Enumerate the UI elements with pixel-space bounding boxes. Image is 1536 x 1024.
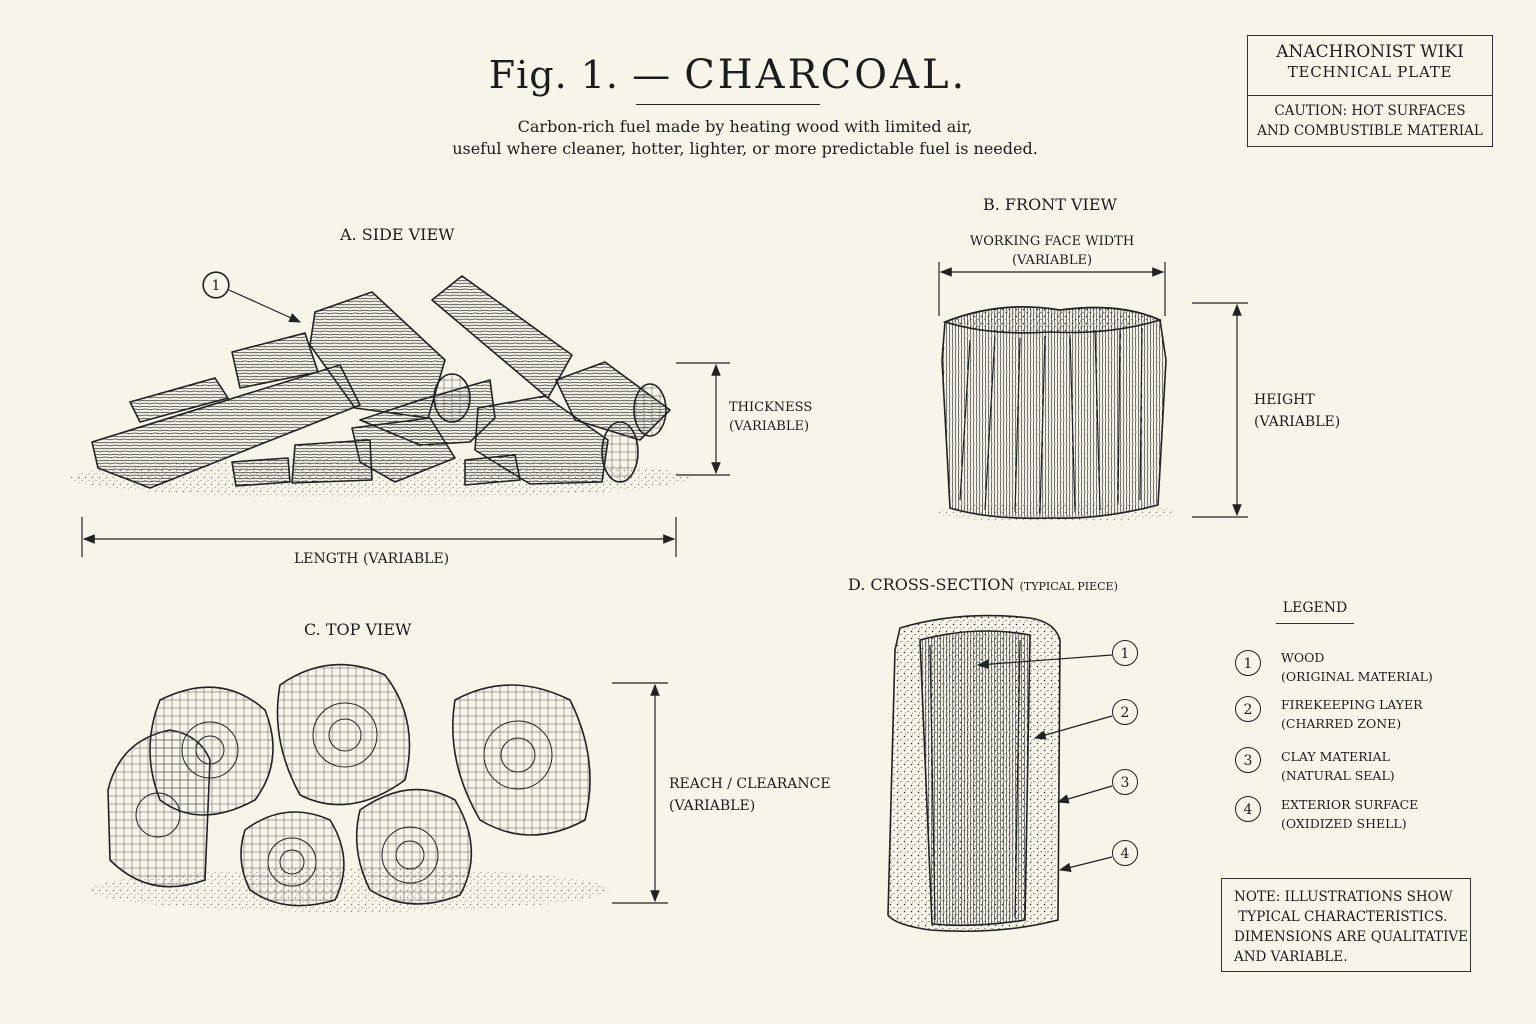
front-view-charcoal-block <box>935 306 1175 522</box>
top-view-label: C. TOP VIEW <box>304 620 412 639</box>
legend-title: LEGEND <box>1282 600 1348 616</box>
plate-type: TECHNICAL PLATE <box>1287 63 1453 81</box>
legend-item-exterior: EXTERIOR SURFACE (OXIDIZED SHELL) <box>1281 796 1418 833</box>
cross-section-label: D. CROSS-SECTION (TYPICAL PIECE) <box>848 575 1118 594</box>
thickness-label: THICKNESS (VARIABLE) <box>729 398 812 436</box>
legend-item-1-desc: (ORIGINAL MATERIAL) <box>1281 668 1433 684</box>
note-box: NOTE: ILLUSTRATIONS SHOW TYPICAL CHARACT… <box>1221 878 1471 972</box>
legend-num-3: 3 <box>1235 747 1261 773</box>
legend-num-1: 1 <box>1235 650 1261 676</box>
legend-item-3-label: CLAY MATERIAL <box>1281 749 1390 764</box>
section-callout-3: 3 <box>1112 769 1138 795</box>
thickness-line-1: THICKNESS <box>729 400 813 415</box>
section-callout-1: 1 <box>1112 640 1138 666</box>
note-line-3: DIMENSIONS ARE QUALITATIVE <box>1234 929 1469 945</box>
caution-line-1: CAUTION: HOT SURFACES <box>1274 103 1466 119</box>
cross-section-piece <box>887 614 1061 933</box>
caution-line-2: AND COMBUSTIBLE MATERIAL <box>1257 123 1483 139</box>
plate-caution: CAUTION: HOT SURFACES AND COMBUSTIBLE MA… <box>1248 101 1492 141</box>
reach-line-2: (VARIABLE) <box>669 798 756 814</box>
legend-item-wood: WOOD (ORIGINAL MATERIAL) <box>1281 649 1433 686</box>
face-width-label: WORKING FACE WIDTH (VARIABLE) <box>952 232 1152 270</box>
figure-title: Fig. 1. — CHARCOAL. <box>0 52 1456 98</box>
reach-label: REACH / CLEARANCE (VARIABLE) <box>669 773 831 817</box>
thickness-dimension <box>676 362 730 476</box>
legend-item-4-desc: (OXIDIZED SHELL) <box>1281 815 1407 831</box>
subtitle-line-2: useful where cleaner, hotter, lighter, o… <box>452 139 1038 158</box>
height-label: HEIGHT (VARIABLE) <box>1254 389 1340 433</box>
figure-number: Fig. 1. — <box>488 53 672 97</box>
front-view-label: B. FRONT VIEW <box>983 195 1117 214</box>
title-underline <box>636 104 820 105</box>
cross-section-title: D. CROSS-SECTION <box>848 575 1015 594</box>
legend-num-2: 2 <box>1235 696 1261 722</box>
legend-num-4: 4 <box>1235 796 1261 822</box>
reach-line-1: REACH / CLEARANCE <box>669 776 831 792</box>
plate-divider <box>1248 95 1492 96</box>
legend-item-2-label: FIREKEEPING LAYER <box>1281 697 1423 712</box>
cross-section-leaders <box>976 654 1113 873</box>
legend-underline <box>1276 623 1354 624</box>
legend-item-clay: CLAY MATERIAL (NATURAL SEAL) <box>1281 748 1395 785</box>
side-callout-number: 1 <box>203 272 229 298</box>
cross-section-qualifier: (TYPICAL PIECE) <box>1019 580 1118 593</box>
section-callout-4: 4 <box>1112 840 1138 866</box>
legend-item-4-label: EXTERIOR SURFACE <box>1281 797 1419 812</box>
note-line-2: TYPICAL CHARACTERISTICS. <box>1234 909 1448 925</box>
plate-info-box: ANACHRONIST WIKI TECHNICAL PLATE CAUTION… <box>1247 35 1493 147</box>
note-line-4: AND VARIABLE. <box>1234 949 1348 965</box>
legend-item-1-label: WOOD <box>1281 650 1325 665</box>
section-callout-2: 2 <box>1112 699 1138 725</box>
legend-item-firekeeping: FIREKEEPING LAYER (CHARRED ZONE) <box>1281 696 1423 733</box>
side-view-label: A. SIDE VIEW <box>340 225 455 244</box>
figure-subtitle: Carbon-rich fuel made by heating wood wi… <box>400 116 1090 160</box>
face-width-dimension <box>938 262 1166 316</box>
length-label: LENGTH (VARIABLE) <box>294 551 450 567</box>
plate-name: ANACHRONIST WIKI <box>1276 42 1464 62</box>
thickness-line-2: (VARIABLE) <box>729 419 810 434</box>
length-dimension <box>81 517 677 557</box>
note-line-1: NOTE: ILLUSTRATIONS SHOW <box>1234 889 1453 905</box>
figure-name: CHARCOAL. <box>684 52 968 98</box>
height-line-1: HEIGHT <box>1254 392 1315 408</box>
side-view-charcoal-pile <box>70 275 690 498</box>
height-dimension <box>1192 302 1248 518</box>
legend-item-3-desc: (NATURAL SEAL) <box>1281 767 1395 783</box>
face-width-line-1: WORKING FACE WIDTH <box>969 234 1135 249</box>
legend-item-2-desc: (CHARRED ZONE) <box>1281 715 1402 731</box>
top-view-charcoal-rounds <box>90 663 610 912</box>
subtitle-line-1: Carbon-rich fuel made by heating wood wi… <box>517 117 973 136</box>
face-width-line-2: (VARIABLE) <box>1011 253 1093 268</box>
height-line-2: (VARIABLE) <box>1254 414 1341 430</box>
reach-dimension <box>612 682 668 904</box>
